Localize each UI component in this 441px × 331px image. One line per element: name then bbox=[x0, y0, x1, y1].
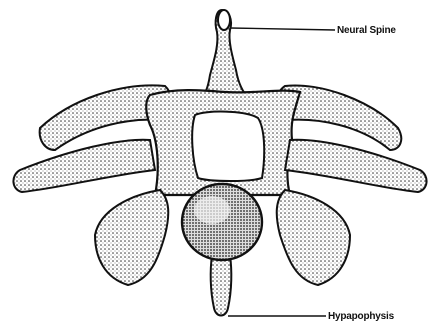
hypapophysis bbox=[211, 255, 232, 316]
neural-spine-label: Neural Spine bbox=[337, 25, 396, 36]
centrum-highlight bbox=[194, 196, 230, 224]
lower-process-right bbox=[277, 190, 350, 285]
hypapophysis-label: Hypapophysis bbox=[328, 311, 394, 322]
lower-process-left bbox=[95, 190, 168, 285]
centrum bbox=[182, 184, 262, 260]
transverse-process-left bbox=[13, 140, 155, 192]
transverse-process-right bbox=[285, 140, 427, 192]
neural-spine-tip bbox=[218, 10, 230, 30]
leader-line-neural-spine bbox=[230, 28, 335, 30]
neural-canal bbox=[192, 112, 264, 181]
